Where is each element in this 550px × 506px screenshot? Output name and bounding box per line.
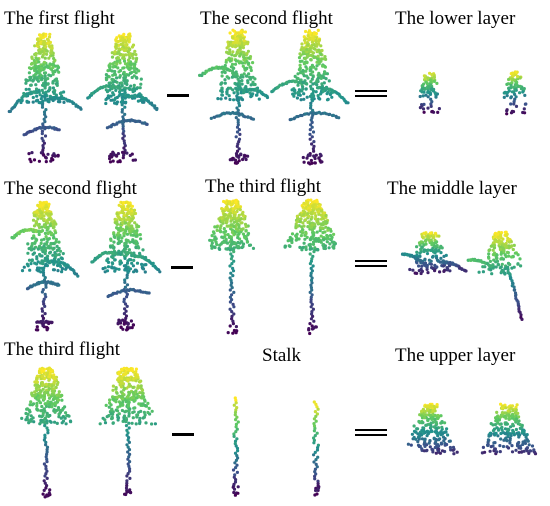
plant-row2-second-flight-2 [90, 200, 162, 332]
row1-result-label: The lower layer [395, 8, 516, 29]
plant-row3-third-flight-1 [20, 366, 73, 499]
stalk-2 [312, 400, 321, 497]
plant-row2-second-flight-1 [10, 200, 80, 332]
plant-row3-third-flight-2 [98, 366, 157, 497]
equals-sign-row3 [355, 429, 387, 436]
plant-lower-layer-2 [502, 70, 528, 116]
plant-middle-layer-2 [466, 230, 524, 321]
plant-third-flight-1 [208, 198, 256, 335]
row2-minuend-label: The second flight [4, 178, 138, 199]
plant-first-flight-2 [86, 32, 159, 164]
plant-upper-layer-1 [406, 402, 459, 456]
plant-third-flight-2 [283, 198, 337, 336]
plant-first-flight-1 [7, 32, 83, 164]
stalk-1 [231, 396, 240, 497]
row2-result-label: The middle layer [387, 178, 517, 199]
row3-result-label: The upper layer [395, 345, 516, 366]
plant-second-flight-2 [270, 28, 350, 166]
minus-sign-row3 [172, 433, 194, 436]
plant-upper-layer-2 [480, 402, 538, 456]
row1-minuend-label: The first flight [4, 8, 116, 29]
row2-subtrahend-label: The third flight [205, 176, 322, 197]
minus-sign-row2 [171, 266, 193, 269]
row3-subtrahend-label: Stalk [262, 345, 302, 366]
plant-middle-layer-1 [400, 231, 468, 276]
minus-sign-row1 [167, 94, 189, 97]
plant-second-flight-1 [198, 28, 270, 165]
equals-sign-row1 [355, 90, 387, 97]
row3-minuend-label: The third flight [4, 339, 121, 360]
row1-subtrahend-label: The second flight [200, 8, 334, 29]
plant-lower-layer-1 [418, 71, 441, 114]
equals-sign-row2 [355, 260, 387, 267]
